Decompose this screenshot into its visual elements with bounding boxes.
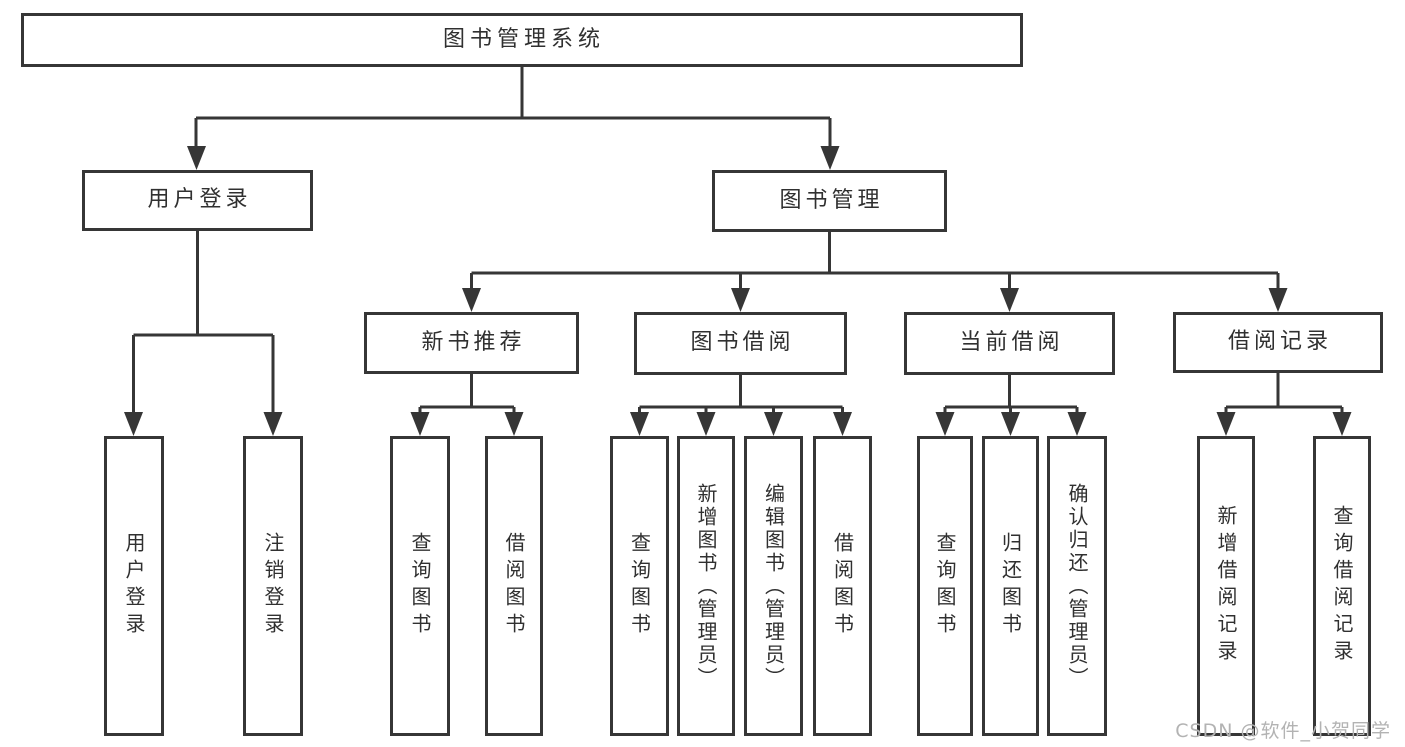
arrow-down-icon	[731, 288, 750, 312]
arrow-down-icon	[462, 288, 481, 312]
node-cb-query-book: 查询图书	[917, 436, 973, 736]
arrow-down-icon	[1001, 412, 1020, 436]
arrow-down-icon	[696, 412, 716, 436]
node-rec-borrow-book: 借阅图书	[485, 436, 543, 736]
arrow-down-icon	[935, 412, 955, 436]
node-leaf-user-login: 用户登录	[104, 436, 164, 736]
node-root-system: 图书管理系统	[21, 13, 1023, 67]
arrow-down-icon	[1216, 412, 1236, 436]
arrow-down-icon	[504, 412, 524, 436]
edge-bookmgmt-level3	[470, 232, 1280, 300]
node-bb-edit-book-admin: 编辑图书（管理员）	[744, 436, 803, 736]
node-bb-add-book-admin: 新增图书（管理员）	[677, 436, 735, 736]
edge-userlogin-leaves	[132, 231, 275, 424]
arrow-down-icon	[187, 146, 206, 170]
arrow-down-icon	[820, 146, 840, 170]
node-bb-query-book: 查询图书	[610, 436, 669, 736]
arrow-down-icon	[1000, 288, 1019, 312]
node-br-query-record: 查询借阅记录	[1313, 436, 1371, 736]
arrowheads	[124, 146, 1352, 436]
csdn-watermark: CSDN @软件_小贺同学	[1175, 720, 1391, 742]
node-rec-query-book: 查询图书	[390, 436, 450, 736]
node-book-borrowing: 图书借阅	[634, 312, 847, 375]
arrow-down-icon	[630, 412, 649, 436]
arrow-down-icon	[263, 412, 283, 436]
arrow-down-icon	[1332, 412, 1352, 436]
node-user-login: 用户登录	[82, 170, 313, 231]
node-cb-return-book: 归还图书	[982, 436, 1039, 736]
arrow-down-icon	[410, 412, 430, 436]
node-new-book-recommendation: 新书推荐	[364, 312, 579, 374]
edge-borrowrecords-leaves	[1224, 373, 1344, 424]
node-book-management: 图书管理	[712, 170, 947, 232]
node-leaf-logout: 注销登录	[243, 436, 303, 736]
edge-bookborrow-leaves	[638, 375, 844, 424]
node-current-borrowing: 当前借阅	[904, 312, 1115, 375]
arrow-down-icon	[764, 412, 783, 436]
edge-newbookrec-leaves	[418, 374, 516, 424]
arrow-down-icon	[124, 412, 143, 436]
node-cb-confirm-return-admin: 确认归还（管理员）	[1047, 436, 1107, 736]
node-borrowing-records: 借阅记录	[1173, 312, 1383, 373]
arrow-down-icon	[833, 412, 852, 436]
arrow-down-icon	[1067, 412, 1087, 436]
edge-root-level2	[194, 67, 832, 158]
node-bb-borrow-book: 借阅图书	[813, 436, 872, 736]
arrow-down-icon	[1268, 288, 1288, 312]
node-br-add-record: 新增借阅记录	[1197, 436, 1255, 736]
